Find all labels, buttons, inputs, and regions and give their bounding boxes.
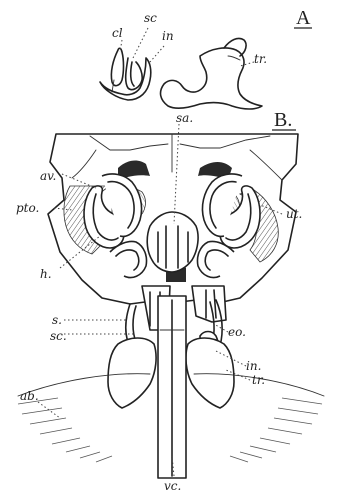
panel-b-label: B. [274, 109, 292, 131]
ab-hatch-left [18, 398, 112, 462]
label-ab: ab. [20, 389, 39, 403]
label-eo: eo. [228, 325, 246, 339]
panel-a-labels: A cl sc in tr. [112, 7, 312, 66]
ab-hatch-right [230, 398, 322, 462]
label-tr-b: tr. [252, 373, 265, 387]
label-sa: sa. [176, 111, 193, 125]
panel-a-ossicles [100, 38, 262, 109]
label-vc: vc. [164, 479, 181, 493]
label-h: h. [40, 267, 52, 281]
label-s: s. [52, 313, 62, 327]
panel-a-label: A [296, 7, 311, 29]
label-sc-a: sc [144, 11, 157, 25]
label-cl: cl [112, 26, 123, 40]
label-sc-b: sc. [50, 329, 67, 343]
label-ut: ut. [286, 207, 302, 221]
label-pto: pto. [16, 201, 39, 215]
label-in-a: in [162, 29, 174, 43]
label-in-b: in. [246, 359, 261, 373]
label-av: av. [40, 169, 56, 183]
label-tr-a: tr. [254, 52, 267, 66]
panel-b-skull-base [18, 134, 324, 478]
